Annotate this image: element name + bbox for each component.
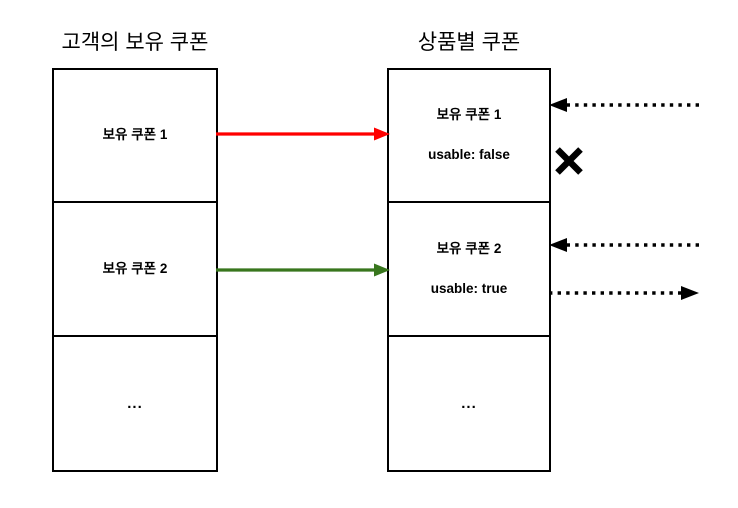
left-row-2-label: 보유 쿠폰 2 <box>102 260 168 276</box>
table-row: 보유 쿠폰 2 usable: true <box>389 203 549 337</box>
reject-x-mark-icon <box>555 147 583 175</box>
table-row: 보유 쿠폰 1 usable: false <box>389 70 549 203</box>
product-coupons-table: 보유 쿠폰 1 usable: false 보유 쿠폰 2 usable: tr… <box>387 68 551 472</box>
right-row-1-usable: usable: false <box>428 147 510 162</box>
table-row: 보유 쿠폰 2 <box>54 203 216 337</box>
table-row: 보유 쿠폰 1 <box>54 70 216 203</box>
right-row-3-label: ... <box>461 395 477 412</box>
right-column-title: 상품별 쿠폰 <box>417 31 521 54</box>
left-row-1-label: 보유 쿠폰 1 <box>102 127 168 143</box>
table-row: ... <box>54 337 216 470</box>
left-column-title: 고객의 보유 쿠폰 <box>61 31 209 54</box>
right-row-2-usable: usable: true <box>430 280 508 296</box>
right-row-1-label: 보유 쿠폰 1 <box>436 107 502 123</box>
customer-coupons-table: 보유 쿠폰 1 보유 쿠폰 2 ... <box>52 68 218 472</box>
right-row-2-label: 보유 쿠폰 2 <box>436 240 502 256</box>
annotation-coupon-2-in-arrow <box>549 238 699 252</box>
coupon-2-mapping-arrow <box>216 263 390 277</box>
coupon-1-mapping-arrow <box>216 127 390 141</box>
annotation-coupon-2-out-arrow <box>549 286 699 300</box>
left-row-3-label: ... <box>127 395 143 412</box>
table-row: ... <box>389 337 549 470</box>
annotation-coupon-1-in-arrow <box>549 98 699 112</box>
